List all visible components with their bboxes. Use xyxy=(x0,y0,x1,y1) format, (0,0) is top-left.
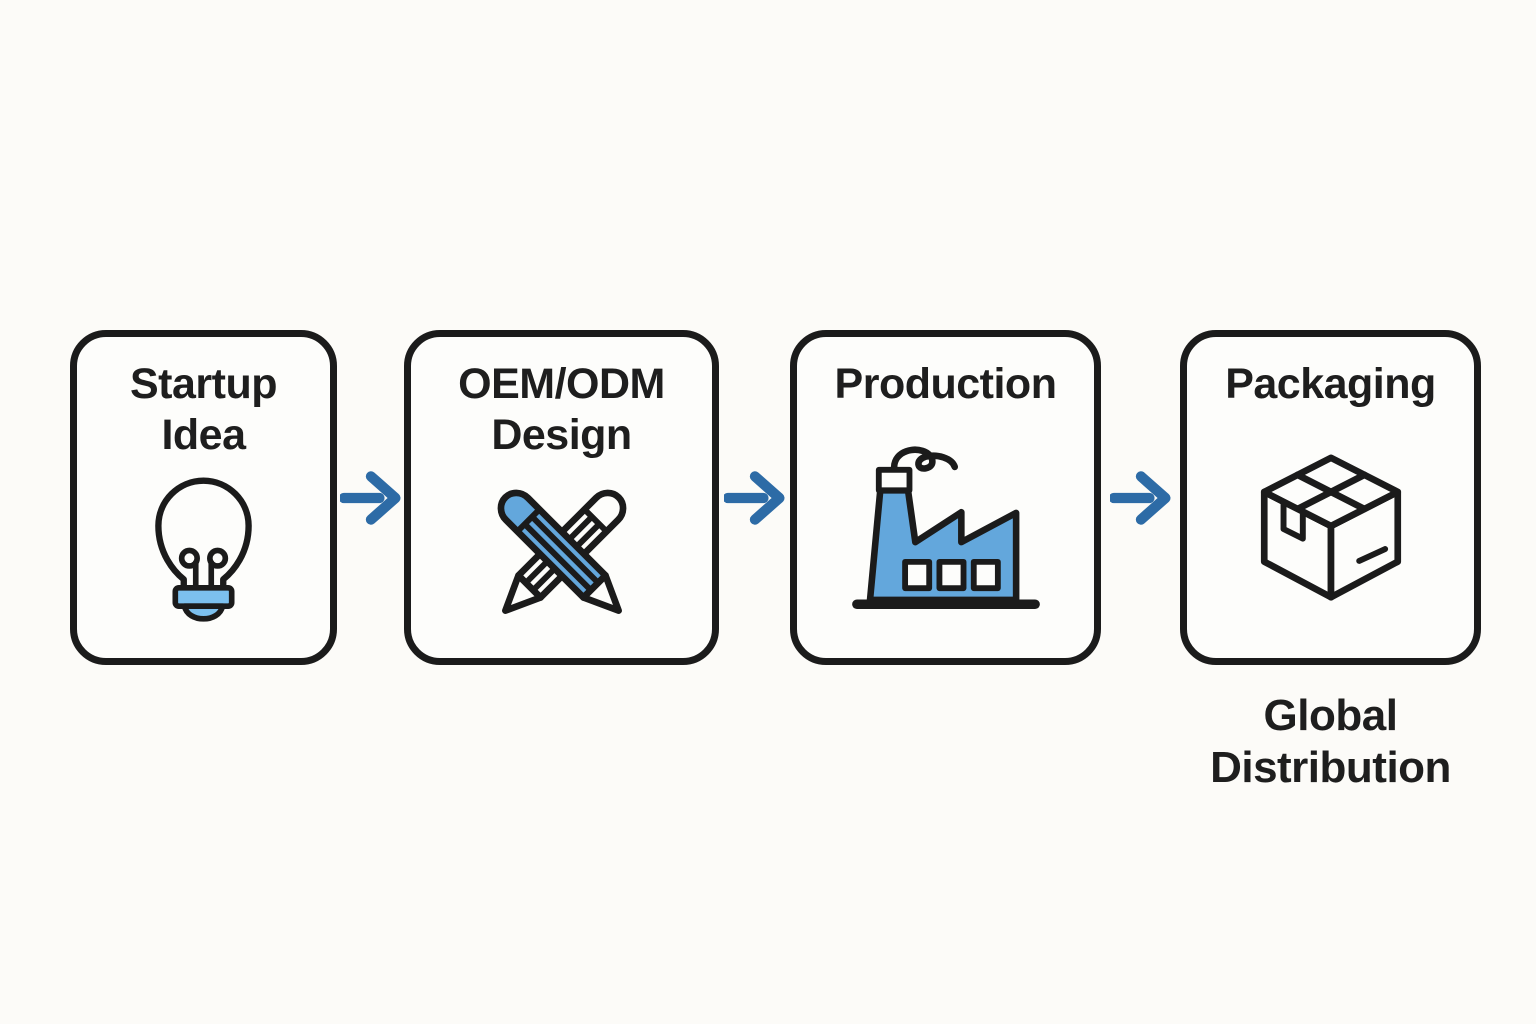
step-title: OEM/ODM Design xyxy=(458,359,665,460)
step-title: Production xyxy=(835,359,1057,410)
flow-connector-3 xyxy=(1101,330,1180,665)
step-title-line-1: Production xyxy=(834,360,1057,408)
flow-step-production: Production xyxy=(790,330,1101,665)
footer-line-1: Global xyxy=(1263,691,1398,740)
package-box-icon xyxy=(1260,454,1401,601)
flow-step-packaging: Packaging xyxy=(1180,330,1481,665)
step-title-line-2: Design xyxy=(491,410,632,459)
right-arrow-icon xyxy=(1109,470,1171,525)
flow-step-startup-idea: Startup Idea xyxy=(70,330,337,665)
flow-connector-1 xyxy=(337,330,404,665)
step-title-line-2: Idea xyxy=(161,410,246,459)
step-icon-area xyxy=(411,460,712,648)
factory-icon xyxy=(851,446,1040,609)
step-title: Packaging xyxy=(1225,359,1436,410)
lightbulb-icon xyxy=(155,477,252,622)
right-arrow-icon xyxy=(339,470,401,525)
flow-step-oem-odm-design: OEM/ODM Design xyxy=(404,330,719,665)
step-icon-area xyxy=(77,460,330,648)
step-icon-area xyxy=(797,410,1094,648)
global-distribution-label: Global Distribution xyxy=(1180,690,1481,794)
step-title-line-1: OEM/ODM xyxy=(458,360,665,408)
flow-connector-2 xyxy=(719,330,790,665)
flow-row: Startup Idea xyxy=(70,330,1481,665)
step-title: Startup Idea xyxy=(130,359,278,460)
right-arrow-icon xyxy=(723,470,785,525)
step-title-line-1: Startup xyxy=(130,360,278,408)
step-icon-area xyxy=(1187,410,1474,648)
crossed-pencils-icon xyxy=(497,489,626,615)
footer-line-2: Distribution xyxy=(1210,742,1451,792)
step-title-line-1: Packaging xyxy=(1225,360,1436,408)
